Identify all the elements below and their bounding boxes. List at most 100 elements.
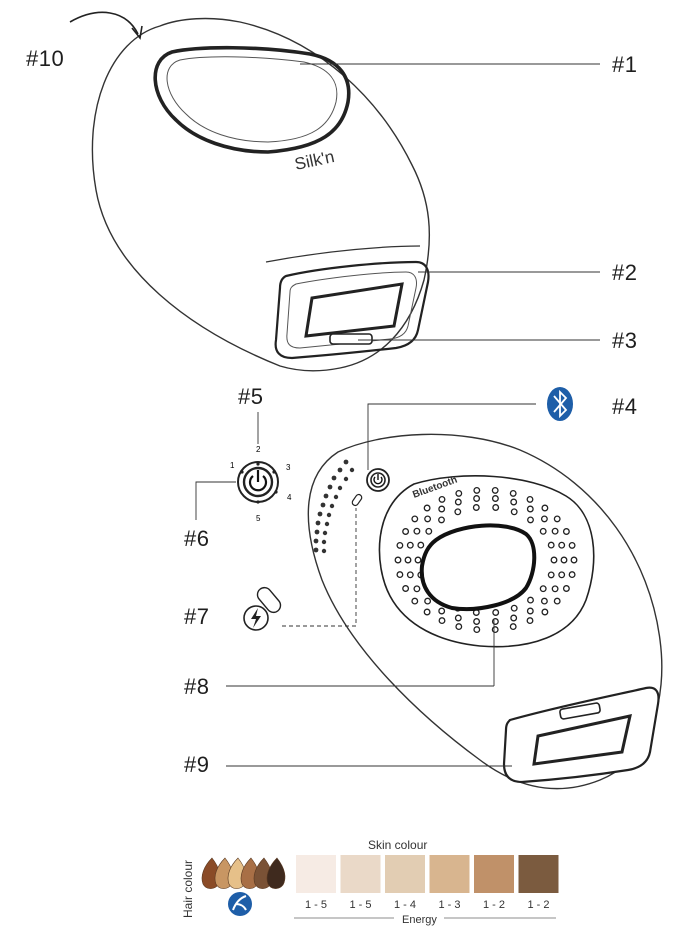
bottom-window-lamp (304, 282, 404, 338)
perforation-dot (423, 504, 431, 512)
callout-6: #6 (184, 526, 210, 551)
perforation-dot (438, 495, 446, 503)
perforation-dot (510, 614, 518, 622)
perforation-dot (526, 495, 534, 503)
perforation-dot (424, 597, 432, 605)
perforation-dot (562, 528, 570, 535)
energy-range-label: 1 - 5 (305, 899, 327, 911)
hair-colour-title: Hair colour (181, 860, 195, 918)
perforation-dot (509, 489, 517, 497)
perforation-dot (424, 515, 432, 523)
perforation-dot (455, 623, 463, 631)
perforation-dot (396, 571, 404, 579)
flash-icon (251, 608, 261, 628)
perforation-dot (396, 541, 404, 549)
perforation-dot (560, 556, 568, 564)
perforation-dot (402, 528, 410, 535)
perforation-dot (491, 486, 499, 494)
power-dial-detail: 1 2 3 4 5 (230, 445, 292, 523)
perforation-dot (492, 504, 500, 511)
perforation-dot (417, 541, 425, 549)
perforation-dot (547, 571, 555, 579)
hair-removal-icon (228, 892, 252, 916)
energy-range-label: 1 - 2 (527, 899, 549, 911)
leader-6 (195, 481, 236, 520)
perforation-dot (509, 623, 517, 631)
perforation-dot (550, 556, 558, 564)
device-top-view: Silk'n (91, 17, 431, 372)
leader-7 (282, 508, 357, 627)
perforation-dot (526, 505, 534, 513)
perforation-dot (402, 585, 410, 592)
rotate-arrow (69, 11, 139, 35)
perforation-dot (425, 527, 433, 535)
dial-level-5: 5 (256, 514, 261, 523)
perforation-dot (526, 607, 534, 615)
skin-colour-swatch (429, 855, 470, 893)
callout-3: #3 (612, 328, 638, 353)
dial-level-4: 4 (287, 493, 292, 502)
perforation-dot (454, 498, 462, 506)
body-seam (265, 245, 421, 263)
hair-colour-swatches (201, 857, 286, 889)
perforation-dot (553, 597, 561, 605)
perforation-dot (539, 585, 547, 593)
perforation-dot (510, 508, 518, 516)
perforation-dot (541, 608, 549, 616)
dial-level-2: 2 (256, 445, 261, 454)
perforation-dot (526, 617, 534, 625)
perforation-dot (551, 585, 559, 593)
skin-colour-swatches (296, 855, 559, 893)
led-dot-2 (256, 462, 260, 466)
led-dot-1 (240, 470, 244, 474)
perforation-dot (491, 495, 499, 502)
dial-level-1: 1 (230, 461, 235, 470)
perforation-dot (562, 585, 570, 592)
perforation-dot (454, 614, 462, 622)
perforation-dot (558, 541, 566, 549)
led-dot-4 (274, 490, 278, 494)
grip-texture (313, 459, 355, 554)
perforation-dot (547, 541, 555, 549)
bottom-window-mid (286, 271, 417, 349)
perforation-dot (413, 585, 421, 593)
perforation-dot (438, 607, 446, 615)
energy-range-label: 1 - 4 (394, 899, 416, 911)
skin-sensor-window (419, 523, 537, 611)
perforation-dot (406, 571, 414, 579)
perforation-dot (570, 556, 578, 564)
ready-indicator-detail (243, 586, 282, 631)
callout-1: #1 (612, 52, 638, 77)
energy-title: Energy (402, 914, 437, 926)
rotate-arrow-head (131, 25, 143, 40)
skin-colour-swatch (385, 855, 425, 893)
treatment-window-lamp (532, 714, 632, 766)
perforation-dot (510, 604, 518, 612)
perforation-dot (527, 596, 534, 604)
trigger-nub (329, 333, 373, 345)
callout-2: #2 (612, 260, 638, 285)
perforation-dot (491, 618, 499, 625)
callout-5: #5 (238, 384, 264, 409)
skin-colour-title: Skin colour (368, 838, 427, 852)
perforation-dot (551, 527, 559, 535)
skin-hair-legend: Skin colour Hair colour 1 - 5 1 - 5 1 - 4 1… (181, 838, 559, 926)
perforation-dot (540, 515, 548, 523)
device-ready-indicator (351, 493, 363, 507)
skin-colour-swatch (518, 855, 559, 893)
perforation-dot (455, 489, 463, 497)
led-dot-5 (256, 500, 260, 504)
perforation-dot (473, 618, 481, 625)
energy-range-label: 1 - 3 (438, 899, 460, 911)
leader-4 (367, 403, 536, 470)
perforation-dot (539, 527, 547, 535)
led-dot-3 (272, 470, 276, 474)
energy-range-label: 1 - 5 (349, 899, 371, 911)
power-icon (248, 475, 268, 492)
perforation-dot (394, 556, 402, 564)
perforation-dot (568, 541, 576, 549)
hair-colour-swatch (266, 857, 286, 889)
callout-4: #4 (612, 394, 638, 419)
perforation-dot (438, 516, 445, 524)
